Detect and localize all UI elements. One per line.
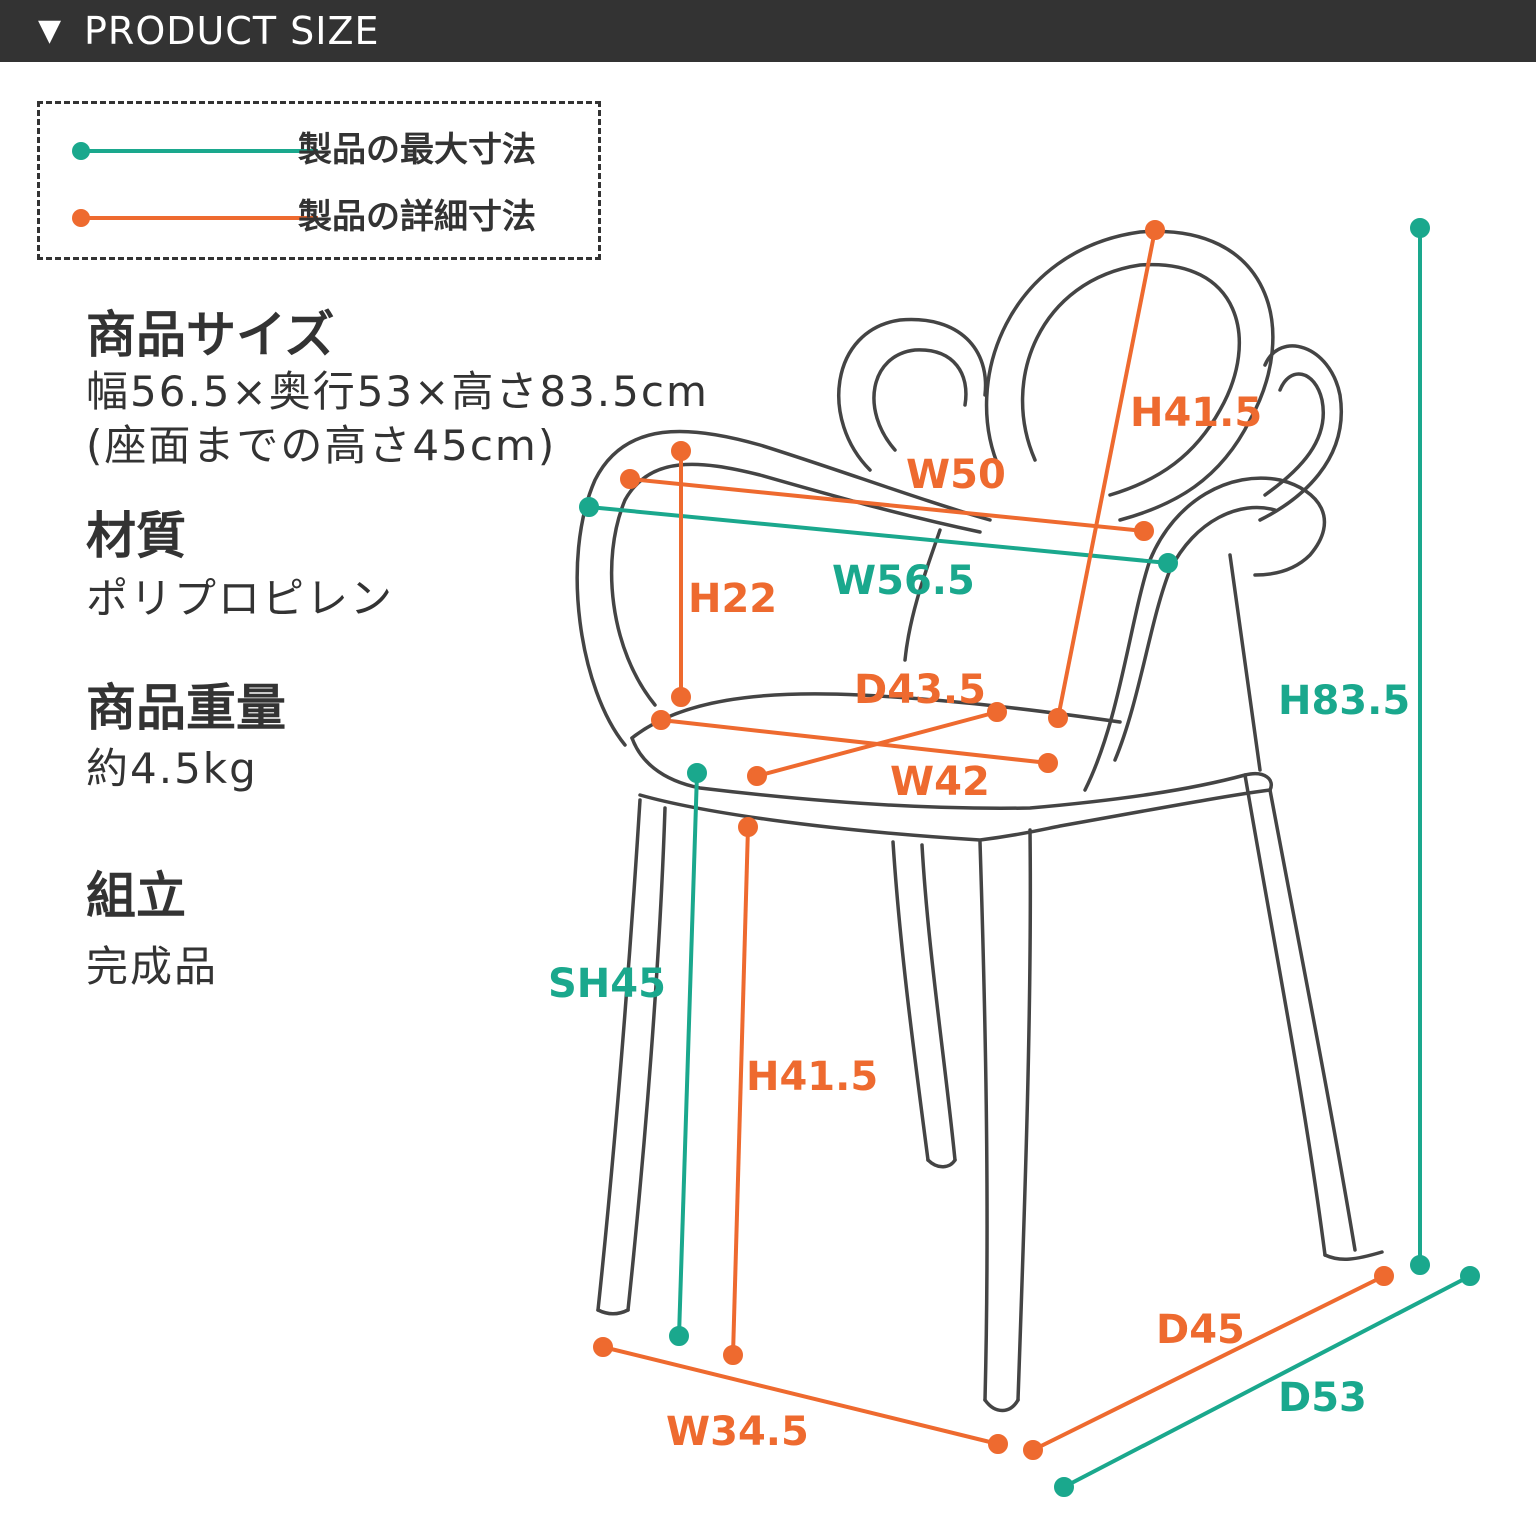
- label-leg-width: W34.5: [666, 1409, 809, 1455]
- label-seat-height: SH45: [548, 961, 666, 1007]
- seat-depth-dot-start: [987, 702, 1007, 722]
- front-right-foot: [983, 1398, 1020, 1413]
- back-height-dot-top: [1145, 220, 1165, 240]
- front-right-leg-outer: [978, 840, 989, 1402]
- overall-height-dot-bottom: [1410, 1255, 1430, 1275]
- leg-height-dot-top: [738, 817, 758, 837]
- orange-line-icon: [82, 216, 318, 220]
- label-seat-width: W42: [890, 759, 990, 805]
- back-right-loop-outer: [1258, 344, 1343, 522]
- legend-label-detail: 製品の詳細寸法: [298, 197, 536, 237]
- section-header: ▼ PRODUCT SIZE: [0, 0, 1536, 62]
- legend-item-max: 製品の最大寸法: [40, 130, 600, 170]
- back-right-loop-inner: [1263, 372, 1325, 497]
- overall-width-dot-end: [1158, 553, 1178, 573]
- back-height-line: [1056, 229, 1157, 719]
- teal-line-icon: [82, 149, 318, 153]
- label-leg-height: H41.5: [746, 1054, 878, 1100]
- seat-underside: [638, 788, 1272, 842]
- legend-label-max: 製品の最大寸法: [298, 130, 536, 170]
- seat-height-line: [677, 772, 699, 1337]
- label-overall-width: W56.5: [832, 558, 975, 604]
- triangle-down-icon: ▼: [38, 13, 62, 48]
- label-seat-depth: D43.5: [854, 667, 986, 713]
- max-dimensions: [579, 218, 1480, 1497]
- spec-weight: 商品重量 約4.5kg: [86, 678, 286, 796]
- seat-depth-dot-end: [747, 766, 767, 786]
- spec-assembly-value: 完成品: [86, 942, 219, 991]
- leg-height-line: [731, 826, 750, 1356]
- legend-item-detail: 製品の詳細寸法: [40, 197, 600, 237]
- spec-material-value: ポリプロピレン: [86, 574, 395, 623]
- front-left-foot: [596, 1308, 630, 1316]
- back-right-leg-inner: [1243, 773, 1327, 1257]
- front-right-leg-inner: [1016, 828, 1033, 1402]
- front-left-leg-inner: [626, 806, 667, 1312]
- leg-height-dot-bottom: [723, 1345, 743, 1365]
- label-arm-height: H22: [688, 576, 777, 622]
- overall-depth-dot-end: [1054, 1477, 1074, 1497]
- spec-size-line-2: (座面までの高さ45cm): [86, 421, 557, 470]
- back-left-leg-inner: [920, 843, 957, 1162]
- back-left-foot: [926, 1158, 957, 1169]
- back-left-leg-outer: [891, 840, 930, 1162]
- label-leg-depth: D45: [1156, 1307, 1245, 1353]
- label-overall-depth: D53: [1278, 1375, 1367, 1421]
- back-right-foot: [1323, 1250, 1384, 1261]
- back-left-loop-outer: [837, 317, 988, 472]
- back-support-right: [1228, 553, 1262, 772]
- back-width-line: [629, 477, 1145, 533]
- overall-depth-dot-start: [1460, 1266, 1480, 1286]
- label-back-height: H41.5: [1130, 390, 1262, 436]
- left-armrest-outer: [575, 429, 992, 747]
- front-left-leg-outer: [596, 798, 642, 1312]
- overall-width-line: [588, 505, 1169, 565]
- spec-weight-title: 商品重量: [86, 679, 286, 737]
- seat-height-dot-top: [687, 763, 707, 783]
- spec-size: 商品サイズ 幅56.5×奥行53×高さ83.5cm (座面までの高さ45cm): [86, 305, 709, 473]
- chair-outline: [575, 229, 1384, 1413]
- spec-assembly: 組立 完成品: [86, 866, 218, 994]
- overall-width-dot-start: [579, 497, 599, 517]
- orange-dot-icon: [72, 209, 90, 227]
- spec-size-line-1: 幅56.5×奥行53×高さ83.5cm: [86, 367, 709, 416]
- seat-width-dot-end: [1038, 753, 1058, 773]
- section-title: PRODUCT SIZE: [84, 9, 380, 53]
- spec-weight-value: 約4.5kg: [86, 744, 258, 793]
- spec-material: 材質 ポリプロピレン: [86, 506, 394, 626]
- leg-depth-line: [1032, 1274, 1385, 1452]
- label-back-width: W50: [906, 452, 1006, 498]
- teal-dot-icon: [72, 142, 90, 160]
- back-height-dot-bottom: [1048, 708, 1068, 728]
- spec-assembly-title: 組立: [86, 867, 186, 925]
- seat-width-dot-start: [651, 710, 671, 730]
- leg-width-dot-start: [593, 1337, 613, 1357]
- leg-depth-dot-end: [1023, 1440, 1043, 1460]
- detail-dimensions: [593, 220, 1394, 1460]
- leg-depth-dot-start: [1374, 1266, 1394, 1286]
- overall-depth-line: [1063, 1274, 1471, 1489]
- back-right-leg-outer: [1268, 788, 1357, 1252]
- back-width-dot-end: [1134, 521, 1154, 541]
- leg-width-line: [602, 1345, 999, 1446]
- right-armrest-outer: [1083, 476, 1327, 792]
- legend-box: 製品の最大寸法 製品の詳細寸法: [37, 101, 601, 260]
- back-width-dot-start: [620, 469, 640, 489]
- back-center-loop-inner: [1020, 262, 1241, 497]
- overall-height-dot-top: [1410, 218, 1430, 238]
- seat-height-dot-bottom: [669, 1326, 689, 1346]
- leg-width-dot-end: [988, 1434, 1008, 1454]
- right-armrest-inner: [1113, 505, 1277, 762]
- arm-height-dot-bottom: [671, 687, 691, 707]
- label-overall-height: H83.5: [1278, 678, 1410, 724]
- seat-width-line: [660, 718, 1049, 765]
- back-left-loop-inner: [872, 348, 968, 452]
- spec-material-title: 材質: [86, 507, 186, 565]
- back-center-loop-outer: [984, 229, 1275, 522]
- spec-size-title: 商品サイズ: [86, 306, 335, 364]
- arm-height-dot-top: [671, 441, 691, 461]
- dimension-labels: H41.5 W50 W56.5 H22 D43.5 W42 H83.5 SH45…: [548, 390, 1410, 1455]
